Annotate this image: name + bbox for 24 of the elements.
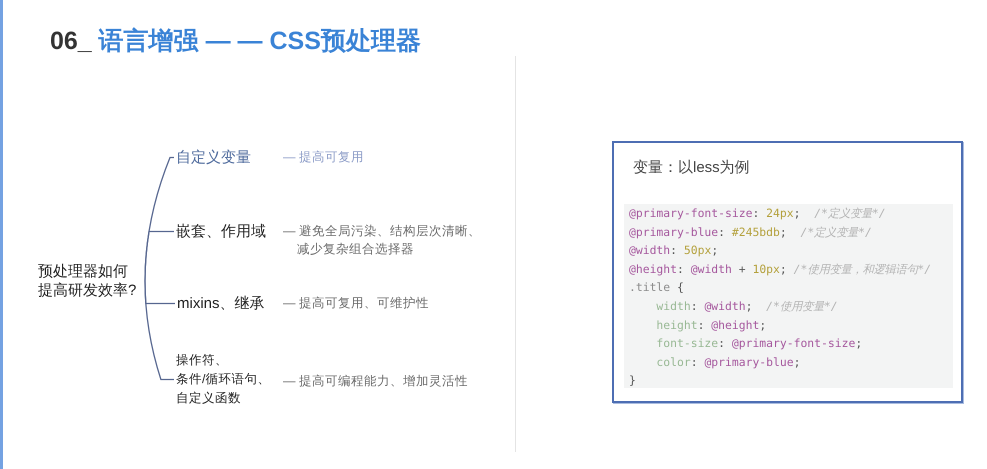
code-line: .title { (629, 279, 684, 296)
question-text: 预处理器如何提高研发效率? (38, 262, 140, 300)
topic-text: 嵌套、作用域 (176, 222, 266, 241)
brace-line (144, 230, 174, 281)
topic-text: 操作符、条件/循环语句、自定义函数 (176, 351, 270, 408)
slide-title: 06_ 语言增强 — — CSS预处理器 (50, 26, 421, 56)
description-text: — 提高可编程能力、增加灵活性 (283, 373, 468, 390)
code-line: color: @primary-blue; (656, 354, 800, 371)
description-text: — 提高可复用、可维护性 (283, 295, 429, 312)
panel-heading: 变量：以less为例 (633, 158, 750, 178)
code-panel (612, 141, 963, 403)
code-line: @primary-font-size: 24px; /*定义变量*/ (629, 205, 886, 222)
description-text: — 提高可复用 (283, 149, 364, 166)
code-line: @width: 50px; (629, 242, 718, 260)
code-line: height: @height; (656, 316, 766, 334)
code-line: } (629, 372, 636, 390)
topic-text: 自定义变量 (176, 148, 251, 167)
topic-text: mixins、继承 (177, 294, 265, 313)
code-line: @height: @width + 10px; /*使用变量，和逻辑语句*/ (629, 260, 932, 278)
code-line: @primary-blue: #245bdb; /*定义变量*/ (629, 224, 872, 241)
code-line: width: @width; /*使用变量*/ (656, 298, 838, 315)
brace-line (144, 281, 174, 380)
code-line: font-size: @primary-font-size; (656, 335, 862, 352)
description-text: — 避免全局污染、结构层次清晰、减少复杂组合选择器 (283, 223, 482, 258)
